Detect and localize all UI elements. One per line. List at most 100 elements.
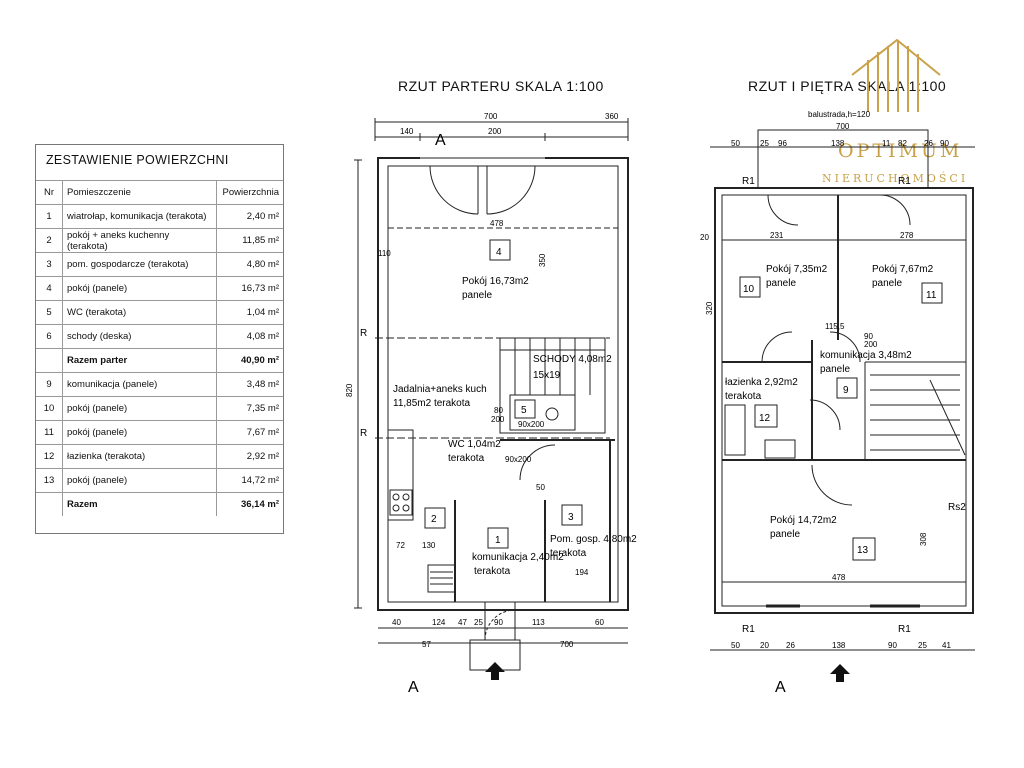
dim-text: 138 (831, 139, 845, 148)
dim-text: 90 (940, 139, 949, 148)
total-label: Razem (62, 492, 217, 516)
room-floor: terakota (725, 391, 762, 402)
dim-text: 50 (536, 483, 545, 492)
room-number: 3 (568, 512, 574, 523)
row-room: pokój (panele) (62, 468, 217, 493)
dim-text: 90 (888, 641, 897, 650)
dim-text: 26 (786, 641, 795, 650)
row-area: 2,40 m² (216, 204, 283, 229)
room-name: Pokój 7,67m2 (872, 264, 934, 275)
room-number: 10 (743, 284, 755, 295)
r-mark: R (360, 428, 367, 439)
dim-text: 478 (490, 219, 504, 228)
total-area: 40,90 m² (216, 348, 283, 373)
room-name: SCHODY 4,08m2 (533, 354, 612, 365)
header-area: Powierzchnia (216, 180, 283, 205)
room-floor: panele (820, 364, 850, 375)
dim-text: 50 (731, 139, 740, 148)
logo-name: OPTIMUM (838, 140, 963, 162)
room-number: 9 (843, 385, 849, 396)
room-floor: panele (462, 290, 492, 301)
table-title: ZESTAWIENIE POWIERZCHNI (46, 153, 229, 167)
dim-text: 820 (345, 383, 354, 397)
row-nr (36, 492, 63, 516)
dim-text: 360 (605, 112, 619, 121)
row-nr: 12 (36, 444, 63, 469)
row-room: pokój + aneks kuchenny (terakota) (62, 228, 217, 253)
row-nr: 10 (36, 396, 63, 421)
dim-text: 231 (770, 231, 784, 240)
row-nr: 13 (36, 468, 63, 493)
dim-text: 57 (422, 640, 431, 649)
section-mark: A (775, 679, 786, 696)
room-name: komunikacja 3,48m2 (820, 350, 912, 361)
room-number: 11 (926, 290, 937, 301)
r1-mark: R1 (742, 176, 755, 187)
dim-text: 82 (898, 139, 907, 148)
dim-text: 200 (488, 127, 502, 136)
r-mark: R (360, 328, 367, 339)
header-room: Pomieszczenie (62, 180, 217, 205)
room-floor: panele (766, 278, 796, 289)
room-number: 4 (496, 247, 502, 258)
row-room: wiatrołap, komunikacja (terakota) (62, 204, 217, 229)
room-floor: terakota (550, 548, 587, 559)
dim-text: 90x200 (518, 420, 545, 429)
row-nr: 3 (36, 252, 63, 277)
dim-text: 320 (705, 301, 714, 315)
row-area: 1,04 m² (216, 300, 283, 325)
dim-text: 308 (919, 532, 928, 546)
room-number: 13 (857, 545, 869, 556)
dim-text: 200 (491, 415, 505, 424)
dim-text: 138 (832, 641, 846, 650)
dim-text: 20 (700, 233, 709, 242)
area-summary-table: ZESTAWIENIE POWIERZCHNI Nr Pomieszczenie… (35, 144, 284, 534)
row-nr: 5 (36, 300, 63, 325)
dim-text: balustrada,h=120 (808, 110, 871, 119)
room-name: WC 1,04m2 (448, 439, 501, 450)
row-nr: 6 (36, 324, 63, 349)
dim-text: 194 (575, 568, 589, 577)
dim-text: 700 (484, 112, 498, 121)
dim-text: 130 (422, 541, 436, 550)
row-area: 4,08 m² (216, 324, 283, 349)
entrance-arrow-icon (830, 664, 850, 682)
dim-text: 25 (474, 618, 483, 627)
dim-text: 60 (595, 618, 604, 627)
first-floor-title: RZUT I PIĘTRA SKALA 1:100 (748, 78, 947, 94)
r1-mark: R1 (898, 176, 911, 187)
dim-text: 26 (924, 139, 933, 148)
dim-text: 700 (836, 122, 850, 131)
table-header-row: Nr Pomieszczenie Powierzchnia (36, 180, 283, 205)
dim-text: 478 (832, 573, 846, 582)
room-number: 1 (495, 535, 501, 546)
row-nr: 2 (36, 228, 63, 253)
section-mark: A (435, 132, 446, 149)
room-name: Pokój 16,73m2 (462, 276, 529, 287)
row-room: schody (deska) (62, 324, 217, 349)
dim-text: 20 (760, 641, 769, 650)
dim-text: 25 (760, 139, 769, 148)
row-area: 14,72 m² (216, 468, 283, 493)
dim-text: 72 (396, 541, 405, 550)
dim-text: 11 (882, 139, 891, 148)
room-steps: 15x19 (533, 370, 561, 381)
row-area: 7,35 m² (216, 396, 283, 421)
room-floor: panele (872, 278, 902, 289)
dim-text: 124 (432, 618, 446, 627)
row-room: komunikacja (panele) (62, 372, 217, 397)
dim-text: 700 (560, 640, 574, 649)
room-floor: panele (770, 529, 800, 540)
row-area: 7,67 m² (216, 420, 283, 445)
dim-text: 90 (864, 332, 873, 341)
ground-floor-title: RZUT PARTERU SKALA 1:100 (398, 78, 604, 94)
row-room: pokój (panele) (62, 276, 217, 301)
